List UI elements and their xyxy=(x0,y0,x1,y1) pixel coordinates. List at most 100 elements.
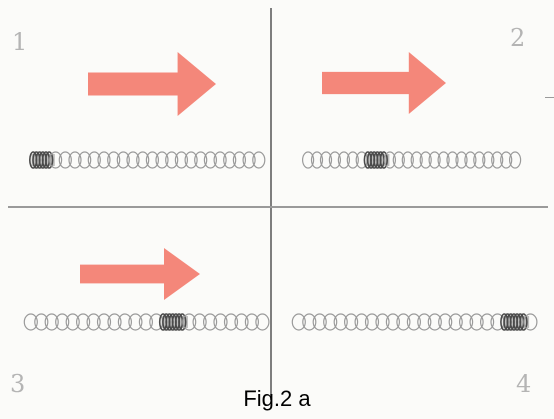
coil-loop xyxy=(117,313,133,331)
coil-loop xyxy=(354,313,369,331)
coil-loop xyxy=(383,151,396,169)
coil-loop xyxy=(96,313,112,331)
coil-loop xyxy=(203,313,218,331)
coil-loop xyxy=(392,151,405,169)
coil-loop xyxy=(145,151,159,169)
coil-loop xyxy=(34,313,49,331)
coil-loop xyxy=(337,151,350,169)
coil-loop xyxy=(417,313,432,331)
coil-loop xyxy=(223,313,239,331)
figure-caption: Fig.2 a xyxy=(243,386,311,411)
coil-loop-compressed xyxy=(519,313,528,331)
panel-label-1: 1 xyxy=(12,28,28,56)
coil-loop xyxy=(346,151,359,169)
panel-3-drawing xyxy=(23,248,270,331)
coil-loop xyxy=(242,151,256,169)
coil-loop xyxy=(480,313,495,331)
coil-loop xyxy=(428,151,441,169)
coil-loop xyxy=(78,151,92,169)
coil-loop xyxy=(23,313,38,331)
arrow-right-icon xyxy=(88,52,216,116)
coil-loop xyxy=(401,151,414,169)
coil-loop xyxy=(473,151,486,169)
panel-label-4: 4 xyxy=(516,370,532,398)
coil-spring xyxy=(302,151,522,169)
coil-loop xyxy=(438,313,453,331)
coil-loop xyxy=(255,313,270,331)
coil-loop xyxy=(291,313,306,331)
coil-loop xyxy=(427,313,442,331)
arrow-right-icon xyxy=(80,248,200,300)
coil-loop xyxy=(469,313,484,331)
coil-loop xyxy=(323,313,338,331)
coil-loop xyxy=(396,313,411,331)
coil-loop xyxy=(55,313,70,331)
coil-loop xyxy=(455,151,468,169)
arrow-right-icon xyxy=(322,52,446,114)
coil-loop xyxy=(312,313,327,331)
coil-loop xyxy=(244,313,259,331)
coil-loop xyxy=(385,313,400,331)
compression-shading xyxy=(502,316,530,328)
coil-spring xyxy=(23,313,270,331)
coil-loop xyxy=(182,313,197,331)
coil-loop-compressed xyxy=(44,151,54,169)
coil-loop xyxy=(194,151,208,169)
coil-loop-compressed xyxy=(379,151,388,169)
coil-loop xyxy=(419,151,432,169)
coil-loop xyxy=(508,151,522,169)
coil-loop xyxy=(446,151,459,169)
coil-loop xyxy=(319,151,333,169)
coil-loop xyxy=(437,151,450,169)
coil-loop xyxy=(184,151,198,169)
panel-label-2: 2 xyxy=(510,24,526,52)
coil-loop xyxy=(75,313,91,331)
coil-loop xyxy=(155,151,169,169)
coil-loop xyxy=(97,151,111,169)
coil-loop xyxy=(459,313,474,331)
coil-loop xyxy=(44,313,59,331)
panel-4-drawing xyxy=(291,313,538,331)
coil-loop xyxy=(48,151,63,169)
coil-loop xyxy=(136,151,150,169)
coil-loop xyxy=(302,313,317,331)
coil-loop xyxy=(58,151,72,169)
coil-loop xyxy=(174,151,188,169)
coil-loop xyxy=(128,313,143,331)
coil-loop xyxy=(500,151,513,169)
coil-loop xyxy=(203,151,217,169)
coil-loop xyxy=(344,313,359,331)
coil-loop xyxy=(375,313,390,331)
panel-1-drawing xyxy=(29,52,266,169)
coil-loop xyxy=(491,151,504,169)
coil-loop xyxy=(126,151,140,169)
coil-loop xyxy=(116,151,130,169)
coil-loop xyxy=(87,151,101,169)
panel-label-3: 3 xyxy=(10,370,26,398)
coil-loop xyxy=(68,151,82,169)
coil-loop xyxy=(234,313,249,331)
coil-loop xyxy=(333,313,348,331)
panel-2-drawing xyxy=(302,52,522,169)
coil-loop-compressed xyxy=(178,313,187,331)
coil-loop xyxy=(464,151,477,169)
coil-loop xyxy=(107,151,121,169)
coil-loop xyxy=(213,313,228,331)
vertical-divider xyxy=(270,8,272,400)
coil-loop xyxy=(328,151,341,169)
coil-loop xyxy=(86,313,101,331)
coil-spring xyxy=(29,151,266,169)
coil-loop xyxy=(165,151,179,169)
coil-loop xyxy=(310,151,324,169)
coil-loop xyxy=(107,313,122,331)
coil-loop xyxy=(223,151,237,169)
edge-tick-mark xyxy=(545,97,554,98)
coil-loop xyxy=(448,313,463,331)
coil-loop xyxy=(302,151,315,169)
coil-loop xyxy=(523,313,538,331)
coil-spring xyxy=(291,313,538,331)
coil-loop xyxy=(364,313,380,331)
coil-loop xyxy=(232,151,246,169)
